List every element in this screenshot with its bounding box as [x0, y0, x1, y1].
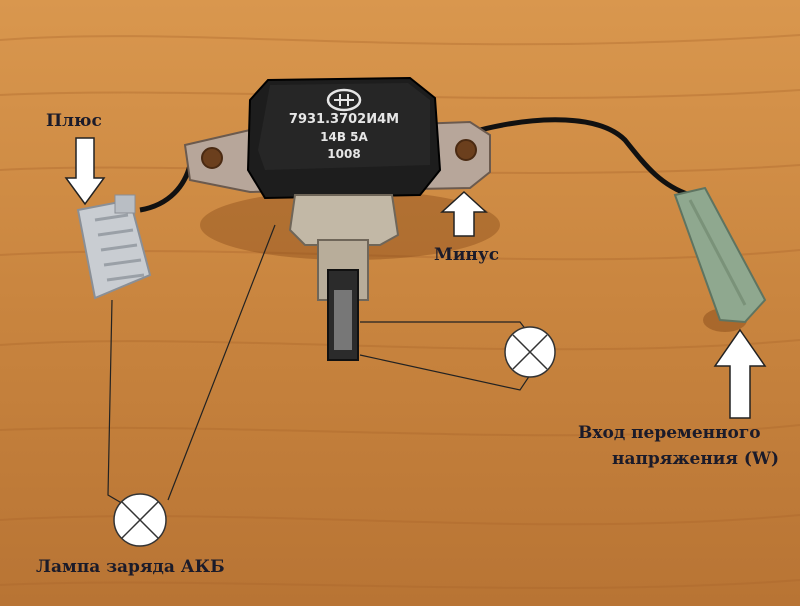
regulator-rating-text: 14В 5А: [320, 130, 368, 144]
regulator-code-text: 1008: [327, 147, 360, 161]
plus-arrow: [64, 137, 106, 206]
lamp-label: Лампа заряда АКБ: [36, 557, 225, 577]
ac-input-label-line2: напряжения (W): [612, 449, 780, 469]
brush-holder: [288, 194, 400, 361]
regulator-model-text: 7931.3702И4М: [289, 112, 399, 127]
ac-input-label-line1: Вход переменного: [578, 423, 761, 443]
plus-connector: [76, 194, 152, 300]
plus-label: Плюс: [46, 111, 102, 131]
minus-label: Минус: [434, 245, 500, 265]
ac-input-arrow: [713, 328, 767, 419]
regulator-body: 7931.3702И4М 14В 5А 1008: [246, 76, 442, 200]
minus-arrow: [440, 190, 488, 237]
black-wire-right: [479, 117, 691, 198]
w-connector: [673, 186, 767, 324]
lamp-symbol-brushes: [504, 326, 556, 378]
manufacturer-logo: [326, 88, 362, 112]
lamp-symbol-battery: [113, 493, 167, 547]
